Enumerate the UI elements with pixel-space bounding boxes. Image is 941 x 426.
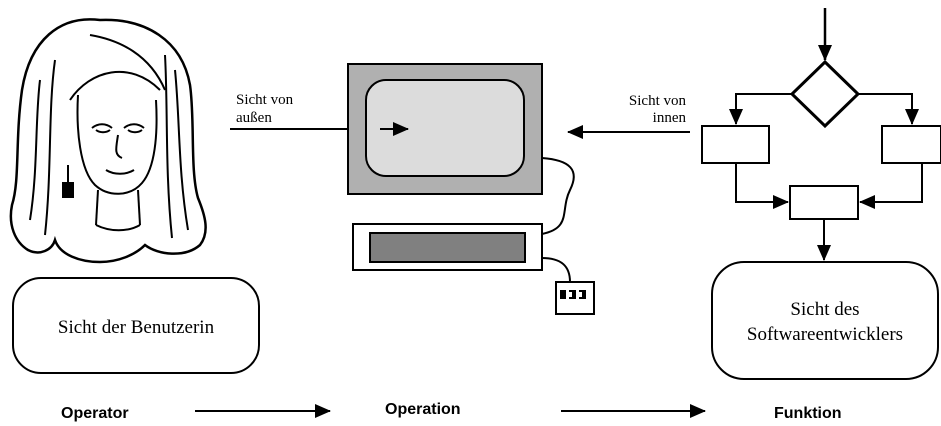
terminal-cable bbox=[541, 157, 575, 235]
developer-view-label-line2: Softwareentwicklers bbox=[747, 324, 903, 345]
flowchart-icon bbox=[701, 8, 941, 261]
mouse-cable bbox=[541, 257, 571, 283]
mouse-icon bbox=[555, 281, 595, 315]
view-outside-label-line2: außen bbox=[236, 110, 272, 126]
user-view-box bbox=[12, 277, 260, 374]
developer-view-label-line1: Sicht des bbox=[790, 299, 859, 320]
view-inside-label-line1: Sicht von bbox=[629, 93, 687, 109]
view-inside-label-line2: innen bbox=[653, 110, 687, 126]
computer-terminal-icon bbox=[347, 63, 543, 195]
woman-portrait-icon bbox=[9, 18, 207, 264]
footer-funktion: Funktion bbox=[774, 405, 842, 422]
user-view-label: Sicht der Benutzerin bbox=[58, 317, 215, 338]
footer-operation: Operation bbox=[385, 401, 461, 418]
footer-operator: Operator bbox=[61, 405, 129, 422]
keyboard-icon bbox=[352, 223, 543, 271]
view-outside-label-line1: Sicht von bbox=[236, 92, 294, 108]
developer-view-box bbox=[711, 261, 939, 380]
